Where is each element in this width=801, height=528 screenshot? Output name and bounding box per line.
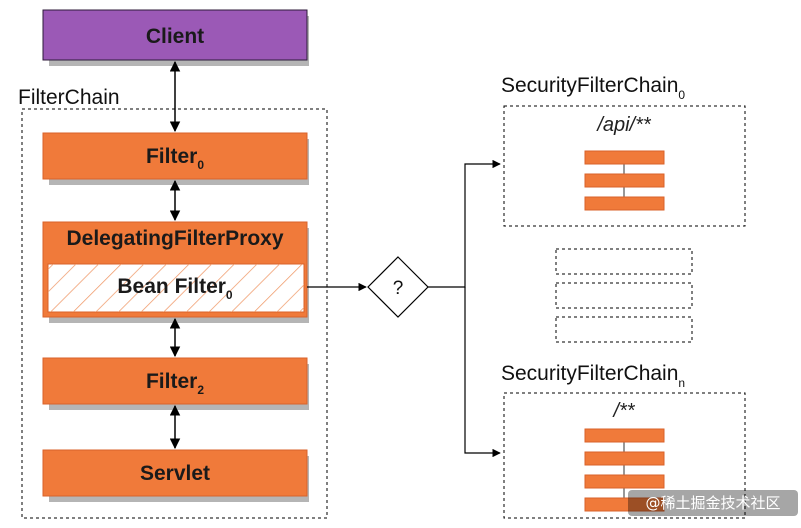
security-chainn-filters <box>584 428 665 512</box>
filter0-node: Filter0 <box>42 132 309 185</box>
intermediate-chain-2 <box>555 316 693 343</box>
security-chainn-filter-2 <box>584 474 665 489</box>
security-chainn-title: SecurityFilterChainn <box>501 362 685 390</box>
security-chainn-filter-0 <box>584 428 665 443</box>
security-chain0-filters <box>584 150 665 211</box>
client-node: Client <box>42 9 309 66</box>
security-chainn-pattern: /** <box>611 400 635 422</box>
security-chain0-filter-2 <box>584 196 665 211</box>
delegating-filter-proxy-label: DelegatingFilterProxy <box>66 227 283 250</box>
security-chainn-filter-1 <box>584 451 665 466</box>
watermark-text: @稀土掘金技术社区 <box>645 494 780 512</box>
decision-diamond: ? <box>367 256 429 318</box>
bean-filter0-label: Bean Filter0 <box>117 275 233 302</box>
security-chain0-container <box>503 105 746 227</box>
security-chainn-filter-3 <box>584 497 665 512</box>
servlet-node: Servlet <box>42 449 309 502</box>
intermediate-chains <box>555 248 693 343</box>
client-label: Client <box>146 25 204 48</box>
security-chain0-filter-1 <box>584 173 665 188</box>
security-chain0-filter-0 <box>584 150 665 165</box>
filter0-label: Filter0 <box>146 145 204 172</box>
security-chain0-pattern: /api/** <box>595 114 652 136</box>
servlet-label: Servlet <box>140 462 210 485</box>
watermark: @稀土掘金技术社区 <box>628 490 798 516</box>
branch-to-chain0 <box>428 159 501 288</box>
delegating-filter-proxy-node: DelegatingFilterProxy Bean Filter0 <box>42 221 309 323</box>
branch-to-chainn <box>464 287 501 458</box>
intermediate-chain-0 <box>555 248 693 275</box>
intermediate-chain-1 <box>555 282 693 309</box>
bean-filter0-node: Bean Filter0 <box>47 263 305 313</box>
decision-label: ? <box>393 278 404 299</box>
filter2-node: Filter2 <box>42 357 309 410</box>
filter2-label: Filter2 <box>146 370 204 397</box>
security-chainn-container <box>503 392 746 519</box>
security-chain0-title: SecurityFilterChain0 <box>501 74 685 102</box>
filter-chain-title: FilterChain <box>18 86 120 109</box>
